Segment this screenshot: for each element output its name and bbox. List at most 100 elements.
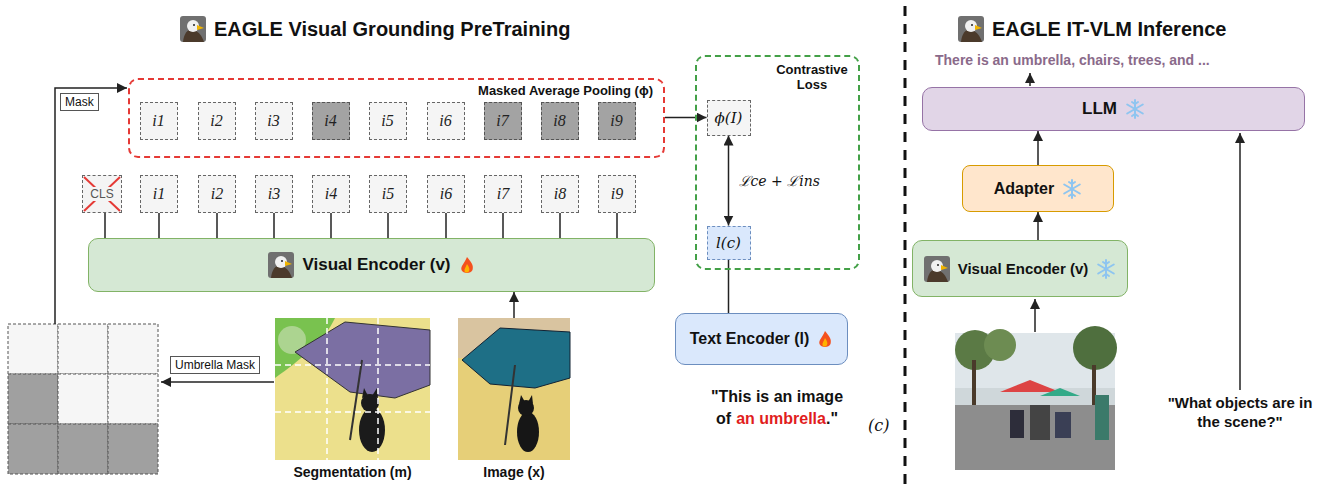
token-label: i2 bbox=[211, 185, 223, 203]
diagram-title: EAGLE Visual Grounding PreTraining bbox=[214, 18, 570, 41]
token-label: i1 bbox=[152, 112, 164, 130]
node-box: i6 bbox=[427, 175, 465, 213]
section-title: EAGLE IT-VLM Inference bbox=[992, 18, 1226, 41]
connector bbox=[104, 213, 106, 238]
token-label: i5 bbox=[381, 112, 393, 130]
module-label: Visual Encoder (v) bbox=[958, 260, 1089, 277]
cls-token-label: CLS bbox=[89, 187, 114, 201]
caption-highlight: an umbrella bbox=[736, 410, 826, 427]
separator bbox=[904, 6, 907, 484]
node-box: i5 bbox=[369, 102, 407, 140]
image-caption: Image (x) bbox=[483, 464, 544, 480]
node-box: Image (x) bbox=[458, 318, 570, 480]
title-holder: EAGLE Visual Grounding PreTraining bbox=[180, 16, 570, 42]
token-label: i9 bbox=[610, 112, 622, 130]
embedding-label: l(c) bbox=[716, 234, 741, 252]
frozen-snowflake-icon bbox=[1096, 259, 1116, 279]
math-symbol: (c) bbox=[868, 416, 889, 435]
node-box: i8 bbox=[541, 102, 579, 140]
connector bbox=[330, 213, 332, 238]
connector bbox=[616, 213, 618, 238]
umbrella-mask-arrow bbox=[161, 381, 274, 383]
token-label: i3 bbox=[267, 112, 279, 130]
node-box: i4 bbox=[312, 175, 350, 213]
connector bbox=[728, 260, 730, 314]
trainable-flame-icon bbox=[817, 330, 833, 349]
connector bbox=[216, 213, 218, 238]
annotation-box: Umbrella Mask bbox=[170, 356, 260, 374]
edge-label: ℒce + ℒins bbox=[737, 171, 822, 190]
node-box: i3 bbox=[255, 175, 293, 213]
connector bbox=[559, 213, 561, 238]
photo-arrow bbox=[1034, 299, 1036, 332]
node-box: i9 bbox=[598, 175, 636, 213]
connector bbox=[513, 292, 515, 318]
node-box: Masked Average Pooling (ϕ) i1 i2 i3 i4 i5 i6 i7… bbox=[128, 78, 665, 158]
connector bbox=[158, 213, 160, 238]
connector bbox=[665, 117, 707, 119]
region-title: Contrastive Loss bbox=[770, 62, 854, 92]
output-arrow bbox=[1029, 73, 1031, 86]
node-box: Adapter bbox=[962, 165, 1114, 212]
user-question: "What objects are in the scene?" bbox=[1166, 393, 1314, 431]
input-image bbox=[458, 318, 570, 460]
node-box: i2 bbox=[198, 175, 236, 213]
connector bbox=[273, 213, 275, 238]
module-label: Adapter bbox=[994, 180, 1054, 198]
label-row: Visual Encoder (v) bbox=[924, 256, 1117, 282]
node-box: Segmentation (m) bbox=[275, 318, 430, 480]
label-holder: Umbrella Mask bbox=[170, 356, 260, 374]
module-label: LLM bbox=[1082, 99, 1117, 119]
label-holder: There is an umbrella, chairs, trees, and… bbox=[935, 52, 1210, 68]
token-label: i5 bbox=[382, 185, 394, 203]
caption-text: ." bbox=[826, 410, 838, 427]
token-label: i2 bbox=[210, 112, 222, 130]
caption-text: of bbox=[716, 410, 731, 427]
connector bbox=[1037, 212, 1039, 240]
token-label: i7 bbox=[496, 112, 508, 130]
node-box: LLM bbox=[922, 87, 1305, 131]
token-label: i8 bbox=[554, 185, 566, 203]
token-label: i1 bbox=[153, 185, 165, 203]
node-box: Contrastive Loss ϕ(I) l(c) bbox=[695, 55, 860, 270]
label-row: Adapter bbox=[994, 179, 1082, 199]
node-box: i9 bbox=[598, 102, 636, 140]
node-box: i7 bbox=[484, 102, 522, 140]
title-holder: EAGLE IT-VLM Inference bbox=[958, 16, 1226, 42]
annotation-box: Mask bbox=[60, 93, 99, 111]
eagle-icon bbox=[924, 256, 950, 282]
token-label: i6 bbox=[440, 185, 452, 203]
node-box: Visual Encoder (v) bbox=[912, 240, 1129, 297]
mask-grid bbox=[8, 324, 158, 474]
connector bbox=[445, 213, 447, 238]
token-label: i7 bbox=[497, 185, 509, 203]
node-box: i1 bbox=[140, 175, 178, 213]
label-holder: ℒce + ℒins bbox=[737, 171, 822, 190]
connector bbox=[502, 213, 504, 238]
eagle-icon bbox=[180, 16, 206, 42]
label-row: LLM bbox=[1082, 99, 1145, 119]
node-box: CLS bbox=[82, 175, 122, 213]
eagle-icon bbox=[268, 252, 294, 278]
street-photo bbox=[955, 326, 1117, 470]
node-box: i4 bbox=[312, 102, 350, 140]
segmentation-image bbox=[275, 318, 430, 460]
label-row: Text Encoder (l) bbox=[690, 330, 834, 349]
frozen-snowflake-icon bbox=[1062, 179, 1082, 199]
caption-text-holder: "This is an imageofan umbrella." bbox=[684, 386, 870, 430]
module-label: Visual Encoder (v) bbox=[302, 255, 450, 275]
node-box: ϕ(I) bbox=[707, 100, 751, 136]
token-label: i3 bbox=[268, 185, 280, 203]
token-label: i4 bbox=[324, 112, 336, 130]
module-label: Text Encoder (l) bbox=[690, 330, 810, 348]
node-box: i6 bbox=[427, 102, 465, 140]
model-output: There is an umbrella, chairs, trees, and… bbox=[935, 52, 1210, 68]
region-title: Masked Average Pooling (ϕ) bbox=[130, 80, 663, 98]
eagle-icon bbox=[958, 16, 984, 42]
trainable-flame-icon bbox=[459, 256, 475, 275]
connector bbox=[1037, 131, 1039, 165]
node-box: i2 bbox=[198, 102, 236, 140]
embedding-label: ϕ(I) bbox=[715, 109, 743, 127]
node-box: i7 bbox=[484, 175, 522, 213]
